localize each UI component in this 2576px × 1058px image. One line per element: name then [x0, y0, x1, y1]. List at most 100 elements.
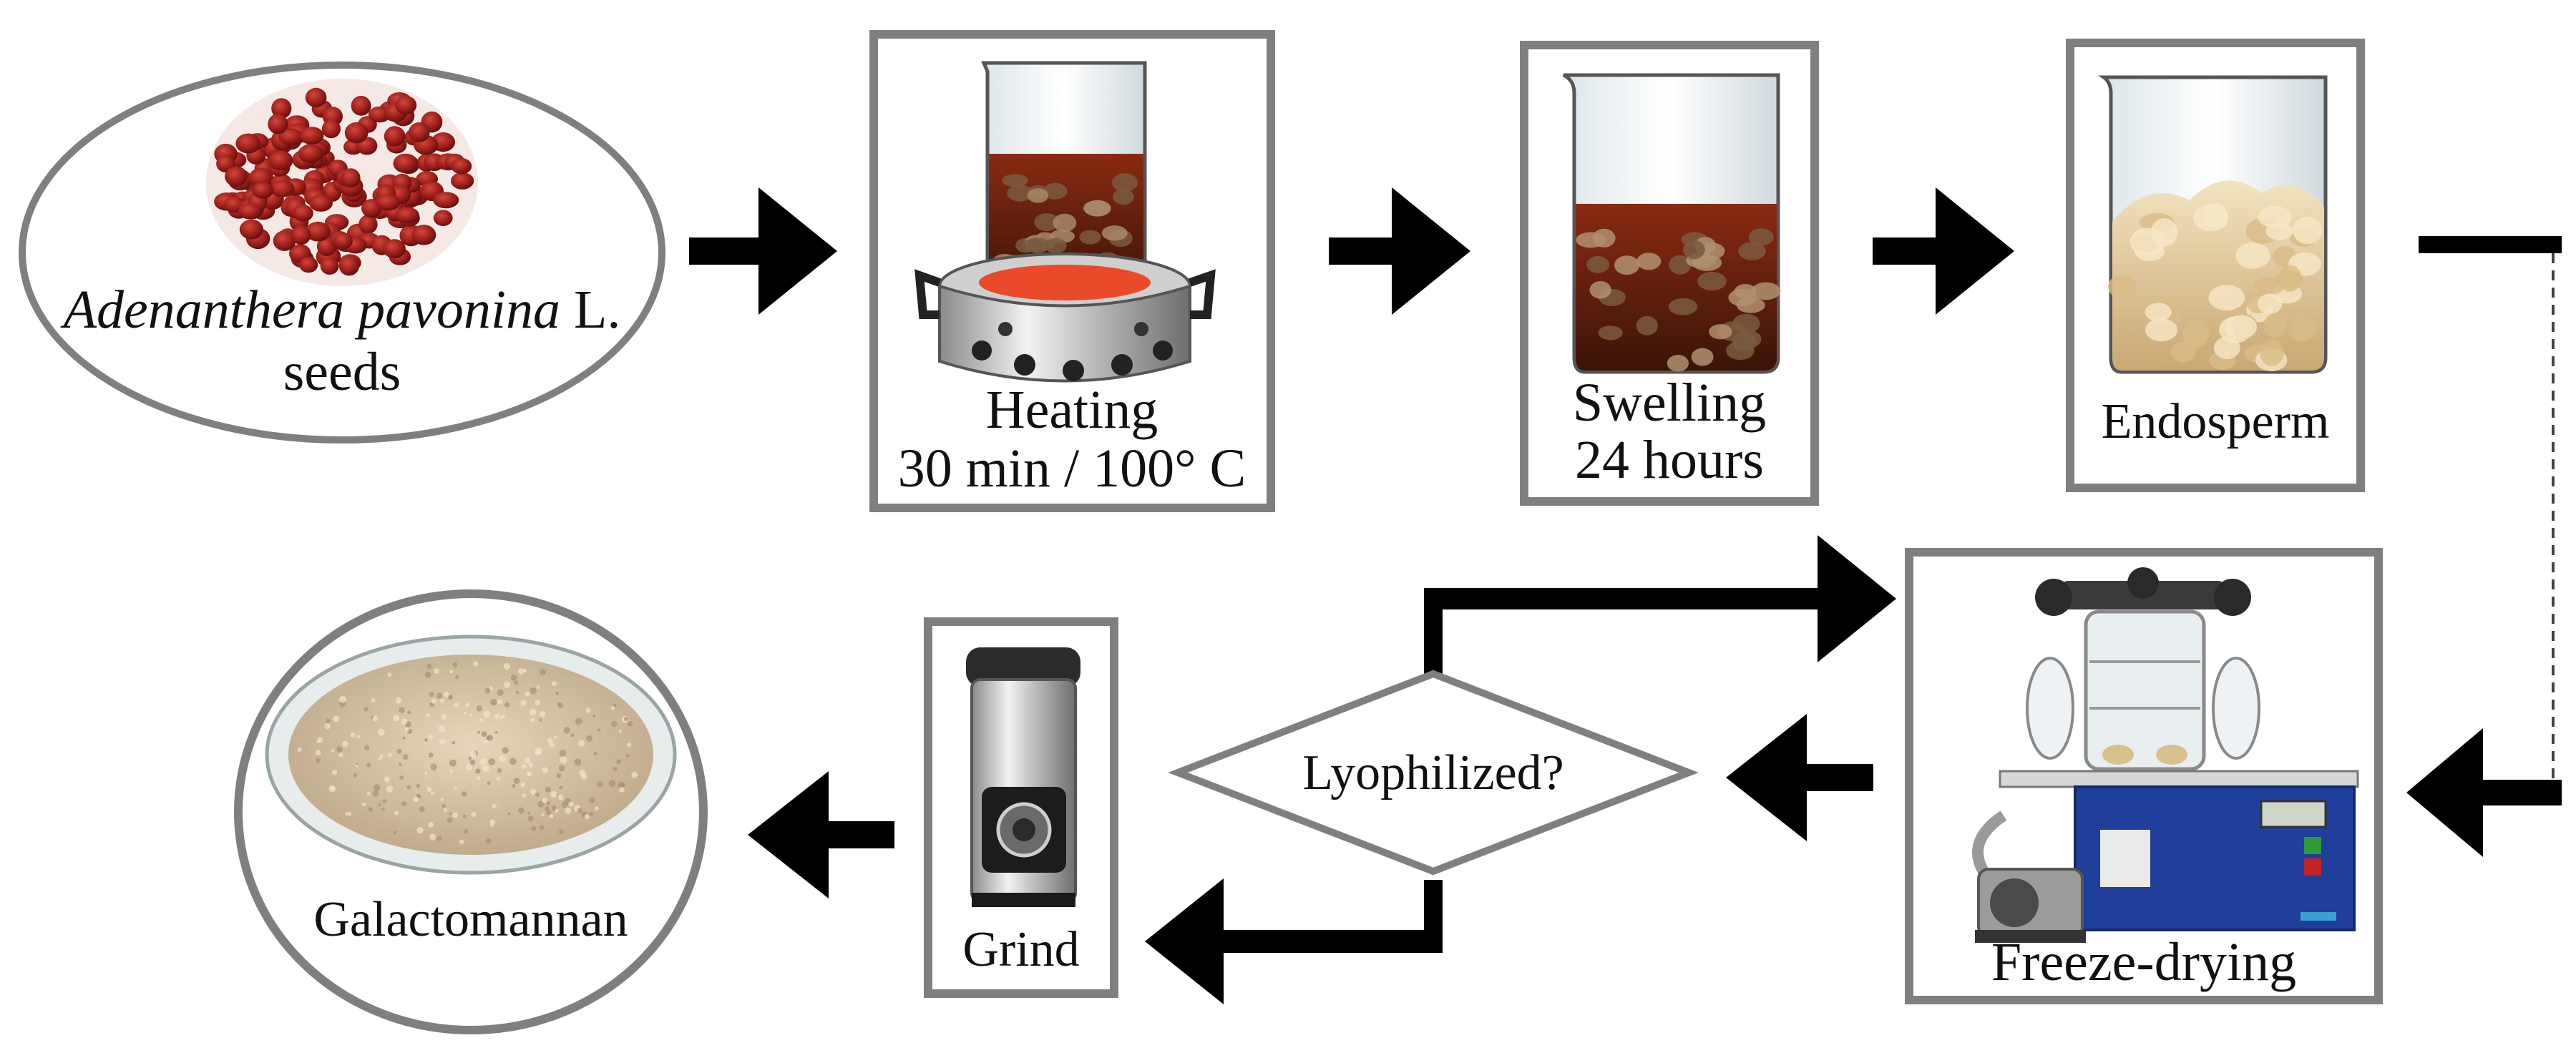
powder-grain — [525, 691, 530, 697]
endosperm-chunk — [2258, 206, 2292, 228]
powder-grain — [430, 791, 434, 795]
powder-grain — [480, 758, 487, 765]
powder-grain — [336, 746, 343, 753]
powder-grain — [315, 750, 321, 755]
powder-grain — [586, 735, 593, 742]
powder-grain — [426, 713, 430, 717]
powder-grain — [469, 759, 476, 765]
powder-grain — [406, 785, 411, 790]
bean — [1592, 228, 1616, 248]
powder-grain — [526, 771, 532, 777]
powder-grain — [399, 775, 404, 780]
powder-grain — [449, 759, 457, 767]
powder-grain — [556, 773, 562, 778]
arrow-seeds-to-heating — [689, 187, 837, 315]
bean — [1683, 240, 1705, 260]
powder-grain — [447, 817, 453, 823]
powder-grain — [613, 767, 618, 771]
bean — [1709, 324, 1732, 340]
powder-grain — [401, 718, 408, 725]
powder-grain — [507, 812, 511, 815]
powder-grain — [449, 770, 454, 773]
powder-grain — [501, 714, 505, 719]
powder-grain — [440, 698, 444, 703]
powder-grain — [356, 735, 361, 739]
powder-grain — [627, 721, 633, 727]
powder-grain — [477, 730, 481, 734]
powder-grain — [585, 707, 591, 713]
powder-grain — [378, 803, 381, 806]
powder-grain — [578, 740, 585, 747]
seed — [273, 230, 296, 251]
powder-grain — [502, 747, 509, 754]
swelling-label-line1: Swelling — [1573, 373, 1766, 433]
powder-grain — [399, 707, 405, 713]
decision-label: Lyophilized? — [1302, 745, 1563, 800]
seed — [293, 205, 313, 222]
decision-node: Lyophilized? — [1168, 670, 1699, 876]
powder-grain — [554, 735, 557, 739]
powder-grain — [547, 738, 553, 744]
loop-decision-to-freeze-drying — [1424, 535, 1896, 681]
endosperm-chunk — [2170, 342, 2197, 363]
galactomannan-label: Galactomannan — [313, 892, 628, 947]
powder-grain — [333, 715, 340, 723]
powder-grain — [497, 699, 502, 705]
seed — [305, 221, 331, 242]
powder-grain — [454, 702, 459, 707]
bean — [1027, 188, 1049, 203]
powder-grain — [479, 717, 484, 723]
powder-grain — [531, 826, 537, 832]
powder-grain — [525, 758, 531, 764]
powder-grain — [364, 707, 369, 712]
powder-grain — [568, 801, 575, 807]
powder-grain — [540, 711, 546, 717]
powder-grain — [514, 680, 519, 685]
seed — [225, 166, 248, 187]
seed — [299, 257, 318, 273]
endosperm-chunk — [2202, 202, 2228, 230]
powder-grain — [428, 822, 434, 828]
swelling-beaker-image — [1562, 73, 1781, 374]
powder-grain — [452, 812, 459, 818]
powder-grain — [353, 773, 358, 778]
seed — [376, 194, 401, 211]
powder-grain — [530, 708, 537, 716]
endosperm-chunk — [2150, 218, 2178, 247]
powder-grain — [520, 782, 525, 788]
bean — [1589, 281, 1611, 299]
powder-grain — [469, 750, 477, 758]
powder-grain — [528, 762, 534, 768]
powder-grain — [382, 799, 387, 803]
powder-grain — [395, 697, 402, 704]
powder-grain — [464, 712, 467, 715]
seed — [395, 96, 417, 114]
powder-grain — [416, 827, 424, 834]
seed — [271, 98, 292, 119]
seed — [252, 182, 274, 199]
powder-grain — [618, 730, 623, 733]
powder-grain — [487, 781, 491, 785]
powder-grain — [428, 753, 434, 758]
powder-grain — [522, 668, 527, 673]
coffee-grinder-image — [966, 647, 1080, 907]
swelling-label-line2: 24 hours — [1575, 430, 1764, 490]
powder-grain — [489, 819, 496, 826]
powder-grain — [584, 814, 590, 820]
seeds-label-italic: Adenanthera pavonina — [60, 280, 560, 340]
powder-grain — [476, 776, 481, 780]
bean — [1002, 174, 1028, 187]
powder-grain — [364, 745, 370, 750]
powder-grain — [513, 778, 520, 784]
powder-grain — [494, 713, 500, 720]
powder-grain — [444, 691, 449, 697]
powder-grain — [372, 715, 379, 722]
seed — [341, 168, 361, 188]
galactomannan-node: Galactomannan — [234, 589, 708, 1034]
powder-grain — [551, 681, 557, 686]
powder-grain — [539, 718, 542, 722]
decision-diamond — [1168, 670, 1699, 876]
powder-grain — [517, 668, 525, 675]
powder-grain — [424, 672, 431, 678]
